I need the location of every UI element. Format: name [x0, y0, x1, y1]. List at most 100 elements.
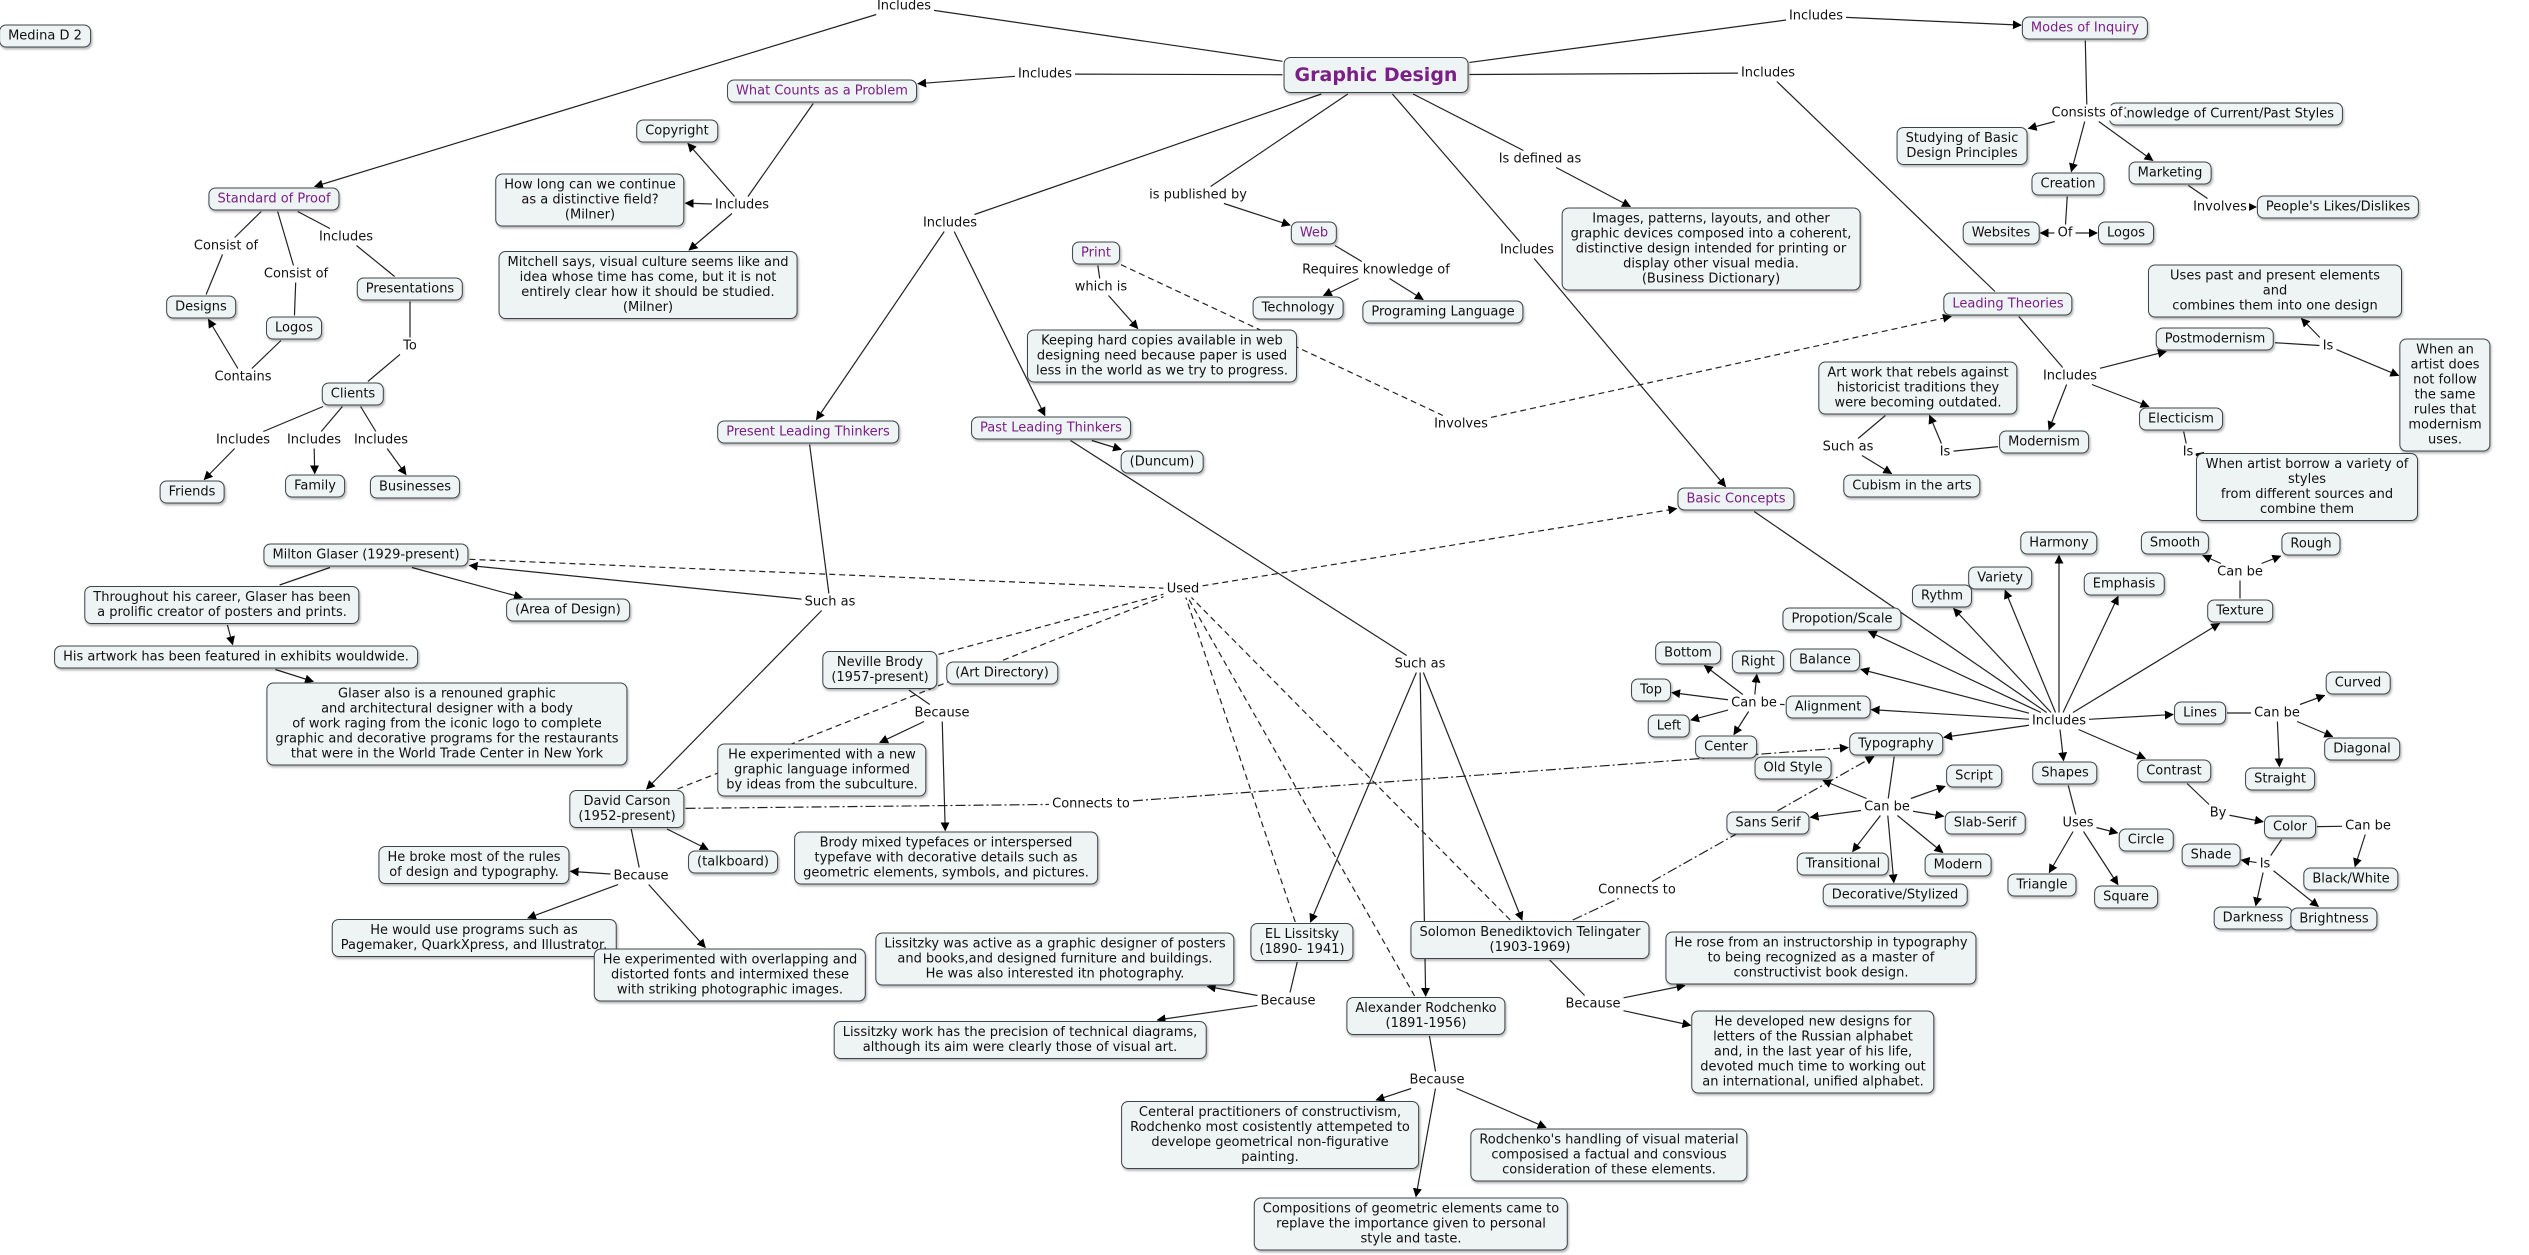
link-label-l-inc-lt: Includes — [1738, 65, 1798, 81]
concept-node-emphasis: Emphasis — [2083, 572, 2165, 596]
concept-node-talkboard: (talkboard) — [688, 850, 778, 874]
connector-L_suchas_mod-cubism — [1861, 454, 1893, 475]
connector-gd-L_defined — [1412, 93, 1524, 152]
link-label-l-to: To — [401, 338, 419, 354]
link-label-l-because-carson: Because — [611, 868, 671, 884]
link-label-l-involves2: Involves — [1432, 416, 1490, 432]
concept-node-brightness: Brightness — [2290, 907, 2378, 931]
concept-node-diagonal: Diagonal — [2324, 737, 2400, 761]
connector-shapes-L_uses — [2067, 785, 2077, 815]
concept-node-throughout: Throughout his career, Glaser has been a… — [84, 586, 360, 624]
link-label-l-inc-milner: Includes — [712, 197, 772, 213]
concept-node-milton: Milton Glaser (1929-present) — [263, 543, 469, 567]
connector-L_because_rod-handling — [1456, 1087, 1547, 1129]
connector-L_canbe_align-left — [1690, 709, 1729, 723]
concept-node-past: Past Leading Thinkers — [971, 416, 1131, 440]
link-label-l-defined: Is defined as — [1496, 151, 1584, 167]
link-label-l-is-ecl: Is — [2180, 444, 2196, 460]
connector-L_canbe_align-bottom — [1703, 664, 1744, 695]
connector-L_canbe_align-right — [1751, 673, 1761, 695]
connector-color-L_is_color — [2270, 839, 2283, 856]
connector-telingater-L_connects2 — [1572, 897, 1620, 921]
connector-L_requires-proglang — [1389, 277, 1424, 301]
link-label-l-connects2: Connects to — [1596, 882, 1678, 898]
concept-node-logos1: Logos — [266, 316, 322, 340]
connector-L_inc_lt-leading — [1776, 81, 1996, 292]
connector-exhibits-glaseralso — [275, 668, 315, 684]
concept-node-blackwhite: Black/White — [2303, 867, 2399, 891]
concept-node-triangle: Triangle — [2007, 873, 2077, 897]
concept-node-mitchell: Mitchell says, visual culture seems like… — [498, 251, 798, 319]
connector-L_requires-technology — [1322, 277, 1359, 297]
connector-L_because_brody-newgraphic — [879, 720, 925, 744]
connector-L_uses-square — [2083, 831, 2119, 886]
connector-L_because_brody-brodymixed — [940, 721, 950, 832]
concept-node-shapes: Shapes — [2032, 761, 2098, 785]
concept-node-newgraphic: He experimented with a new graphic langu… — [717, 743, 927, 797]
link-label-l-inc-c3: Includes — [351, 432, 411, 448]
connector-L_because_tel-newdesigns — [1623, 1010, 1692, 1028]
connector-throughout-exhibits — [226, 624, 235, 646]
concept-node-broke: He broke most of the rules of design and… — [378, 846, 570, 884]
concept-node-leading: Leading Theories — [1943, 292, 2073, 316]
connector-L_inc_c1-friends — [203, 448, 236, 481]
connector-L_consists-marketing — [2098, 121, 2154, 162]
link-label-l-suchas-present: Such as — [802, 594, 858, 610]
link-label-l-consist2: Consist of — [261, 266, 331, 282]
connector-L_whichis-keeping — [1108, 295, 1139, 330]
connector-L_inc_wcp-wcp — [917, 75, 1016, 88]
connector-L_inc_concepts-rythm — [1953, 607, 2052, 713]
concept-node-areaofdesign: (Area of Design) — [506, 598, 630, 622]
concept-node-cubism: Cubism in the arts — [1843, 474, 1981, 498]
connector-L_is_color-darkness — [2253, 872, 2264, 907]
concept-node-contrast: Contrast — [2137, 759, 2211, 783]
concept-node-carson: David Carson (1952-present) — [569, 790, 685, 828]
link-label-l-because-liss: Because — [1258, 993, 1318, 1009]
connector-L_inc_concepts-emphasis — [2062, 595, 2119, 713]
link-label-l-inc-wcp: Includes — [1015, 66, 1075, 82]
concept-node-oldstyle: Old Style — [1754, 756, 1832, 780]
concept-node-websites: Websites — [1962, 221, 2040, 245]
concept-node-exhibits: His artwork has been featured in exhibit… — [54, 645, 418, 669]
connector-wcp-L_inc_milner — [747, 103, 814, 197]
concept-node-overlapping: He experimented with overlapping and dis… — [593, 948, 867, 1002]
concept-node-technology: Technology — [1252, 296, 1344, 320]
connector-L_inc_concepts-lines — [2088, 710, 2174, 720]
connector-L_canbe_typo-sansserif — [1809, 809, 1862, 821]
connector-carson-talkboard — [666, 828, 709, 851]
connector-past-duncum — [1091, 439, 1123, 452]
connector-L_inc_c2-family — [310, 448, 320, 475]
concept-node-left: Left — [1647, 714, 1691, 738]
connector-brody-L_used — [938, 593, 1164, 655]
connector-milton-throughout — [279, 566, 331, 586]
connector-clients-L_inc_c3 — [360, 406, 377, 432]
concept-node-basic: Basic Concepts — [1677, 487, 1795, 511]
concept-node-friends: Friends — [159, 480, 225, 504]
concept-node-lissactive: Lissitzky was active as a graphic design… — [875, 932, 1235, 986]
connector-leading-L_inc_theories — [2018, 316, 2064, 368]
link-label-l-suchas-past: Such as — [1392, 656, 1448, 672]
concept-node-proportion: Propotion/Scale — [1782, 607, 1902, 631]
concept-node-centeral: Centeral practitioners of constructivism… — [1121, 1101, 1419, 1169]
concept-node-studying: Studying of Basic Design Principles — [1896, 127, 2028, 165]
connector-L_canbe_typo-script — [1910, 784, 1946, 800]
connector-L_is_pm-whenartist — [2336, 349, 2400, 377]
concept-node-center: Center — [1695, 735, 1757, 759]
link-label-l-inc-top: Includes — [874, 0, 934, 14]
concept-node-script: Script — [1946, 764, 2002, 788]
concept-node-rodchenko: Alexander Rodchenko (1891-1956) — [1346, 997, 1506, 1035]
link-label-l-canbe-color: Can be — [2343, 818, 2393, 834]
connector-telingater-L_used — [1190, 597, 1511, 921]
connector-L_consists-studying — [2027, 120, 2055, 131]
connector-L_is_pm-usespast — [2300, 317, 2321, 338]
connector-L_involves2-leading — [1490, 313, 1952, 419]
link-label-l-because-tel: Because — [1563, 996, 1623, 1012]
connector-L_suchas_past-lissitzky — [1309, 672, 1417, 923]
concept-node-copyright: Copyright — [636, 119, 718, 143]
connector-L_canbe_typo-decorative — [1887, 815, 1898, 884]
connector-L_inc_concepts-shapes — [2058, 729, 2068, 762]
connector-milton-L_used — [469, 558, 1164, 589]
concept-node-artdirectory: (Art Directory) — [946, 661, 1058, 685]
connector-clients-L_inc_c2 — [320, 406, 343, 432]
concept-node-web: Web — [1290, 221, 1338, 245]
